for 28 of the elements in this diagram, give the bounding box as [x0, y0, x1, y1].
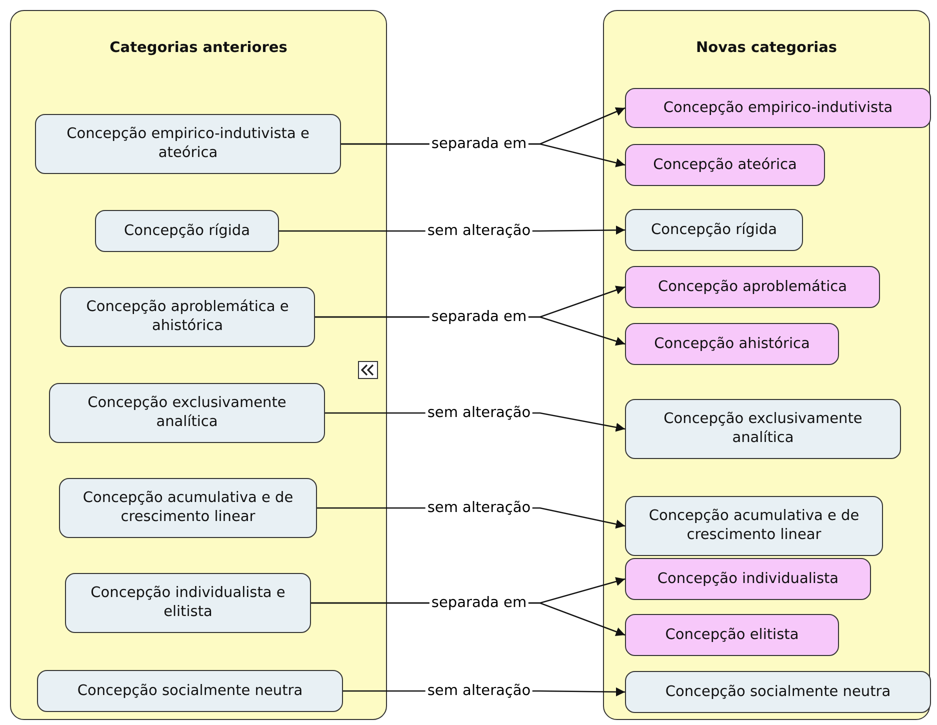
- category-panel: [603, 10, 930, 720]
- concept-box: Concepção exclusivamente analítica: [49, 383, 325, 443]
- concept-box: Concepção aproblemática: [625, 266, 880, 308]
- concept-box: Concepção ateórica: [625, 144, 825, 186]
- concept-box: Concepção elitista: [625, 614, 839, 656]
- panel-heading: Novas categorias: [694, 39, 838, 58]
- concept-box: Concepção rígida: [95, 210, 279, 252]
- edge-label: sem alteração: [425, 223, 533, 239]
- concept-box: Concepção rígida: [625, 209, 803, 251]
- edge-label: sem alteração: [425, 500, 533, 516]
- concept-box: Concepção exclusivamente analítica: [625, 399, 901, 459]
- concept-box: Concepção aproblemática e ahistórica: [60, 287, 315, 347]
- edge-label: sem alteração: [425, 405, 533, 421]
- edge-label: separada em: [429, 309, 529, 325]
- concept-box: Concepção empirico-indutivista: [625, 88, 931, 128]
- concept-box: Concepção socialmente neutra: [625, 671, 931, 713]
- concept-box: Concepção acumulativa e de crescimento linear: [625, 496, 883, 556]
- concept-box: Concepção individualista e elitista: [65, 573, 311, 633]
- edge-label: separada em: [429, 595, 529, 611]
- concept-box: Concepção ahistórica: [625, 323, 839, 365]
- panel-heading: Categorias anteriores: [108, 39, 288, 58]
- concept-box: Concepção empirico-indutivista e ateórica: [35, 114, 341, 174]
- category-panel: [10, 10, 387, 720]
- concept-box: Concepção acumulativa e de crescimento linear: [59, 478, 317, 538]
- concept-box: Concepção socialmente neutra: [37, 670, 343, 712]
- edge-label: sem alteração: [425, 683, 533, 699]
- concept-box: Concepção individualista: [625, 558, 871, 600]
- edge-label: separada em: [429, 136, 529, 152]
